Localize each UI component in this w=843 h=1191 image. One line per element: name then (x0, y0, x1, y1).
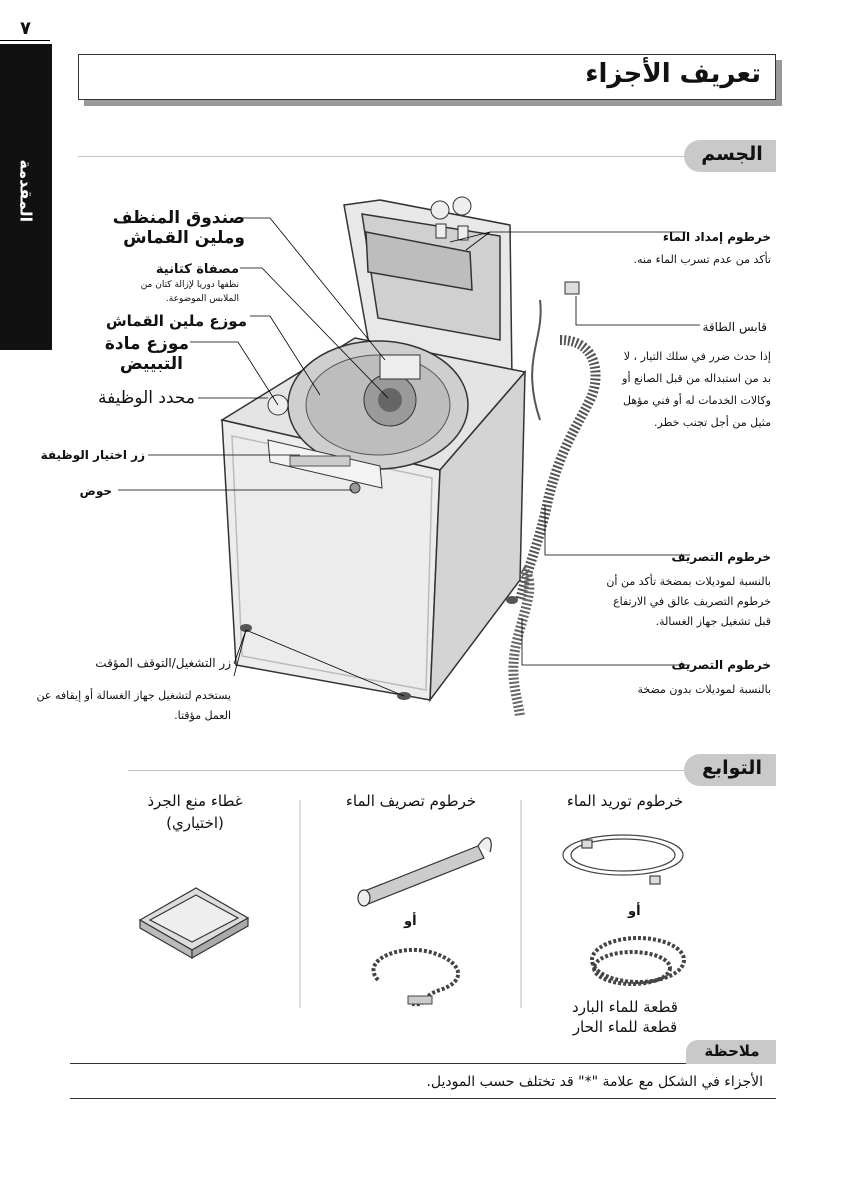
drain-hose-straight-icon (357, 837, 492, 907)
power-cord (531, 299, 542, 421)
label-power-plug: قابس الطاقة (702, 320, 767, 334)
label-drain-hose-pump-desc: بالنسبة لموديلات بمضخة تأكد من أن خرطوم … (606, 575, 771, 628)
label-start-pause-desc: يستخدم لتشغيل جهاز الغسالة أو إيقافه عن … (36, 689, 231, 722)
acc-water-supply-title: خرطوم توريد الماء (566, 792, 684, 810)
label-bleach-line2: التبييض (119, 354, 183, 374)
foot (506, 596, 518, 604)
acc-water-supply-caption1: قطعة للماء البارد (572, 998, 678, 1016)
label-function-selector: محدد الوظيفة (97, 388, 195, 408)
detergent-dispenser (379, 354, 421, 380)
acc-drain-hose-or: أو (404, 914, 417, 929)
section-rule (128, 770, 686, 771)
side-tab (0, 44, 52, 350)
drain-hose-nopump (508, 565, 535, 717)
label-function-button: زر اختيار الوظيفة (40, 448, 145, 462)
note-rule-bottom (70, 1098, 776, 1099)
note-pill (686, 1040, 776, 1064)
label-drain-hose-nopump-desc: بالنسبة لموديلات بدون مضخة (637, 683, 771, 696)
note-text: الأجزاء في الشكل مع علامة "*" قد تختلف ح… (426, 1074, 763, 1090)
acc-water-supply-or: أو (628, 904, 641, 919)
water-supply-hose-alt-icon (590, 936, 686, 986)
acc-rat-cover-title: غطاء منع الجرذ (147, 792, 243, 810)
label-detergent-box: صندوق المنظف (112, 208, 245, 228)
section-heading-body: الجسم (701, 143, 763, 165)
section-pill-body (684, 140, 776, 172)
note-heading: ملاحظة (704, 1042, 760, 1060)
section-heading-accessories: التوابع (702, 757, 762, 779)
label-water-supply-hose: خرطوم إمداد الماء (662, 230, 771, 244)
acc-water-supply-caption2: قطعة للماء الحار (572, 1018, 678, 1036)
rat-cover-icon (138, 887, 250, 960)
water-supply-hose-icon (562, 834, 684, 885)
page-title: تعريف الأجزاء (585, 59, 761, 89)
note-rule-top (70, 1063, 776, 1064)
foot (240, 624, 252, 632)
acc-drain-hose-title: خرطوم تصريف الماء (345, 792, 477, 810)
lid (343, 199, 513, 386)
section-rule (78, 156, 688, 157)
label-softener-dispenser: موزع ملين القماش (105, 312, 247, 330)
drain-hose-coiled-icon (371, 947, 461, 1007)
start-pause-knob (349, 482, 361, 494)
label-power-plug-desc: إذا حدث ضرر في سلك التيار ، لا بد من است… (622, 350, 771, 429)
label-water-supply-desc: تأكد من عدم تسرب الماء منه. (633, 253, 771, 266)
label-lint-filter: مصفاة كتانية (155, 262, 239, 277)
section-pill-accessories (684, 754, 776, 786)
label-softener-line: وملين القماش (123, 228, 245, 248)
title-box: تعريف الأجزاء (78, 54, 776, 100)
label-tub: حوض (79, 484, 112, 498)
label-drain-hose-nopump: خرطوم التصريف (671, 658, 771, 672)
page-number-rule (0, 40, 50, 41)
label-drain-hose-pump: خرطوم التصريف (671, 550, 771, 564)
label-lint-filter-desc: نظفها دوريا لإزالة كتان من الملابس الموض… (140, 280, 239, 304)
water-inlet-fittings (430, 196, 472, 241)
plug (564, 281, 580, 295)
acc-rat-cover-subtitle: (اختياري) (166, 814, 224, 832)
label-start-pause: زر التشغيل/التوقف المؤقت (95, 656, 231, 670)
page-number: ٧ (20, 18, 31, 39)
label-bleach-dispenser: موزع مادة (104, 334, 189, 354)
